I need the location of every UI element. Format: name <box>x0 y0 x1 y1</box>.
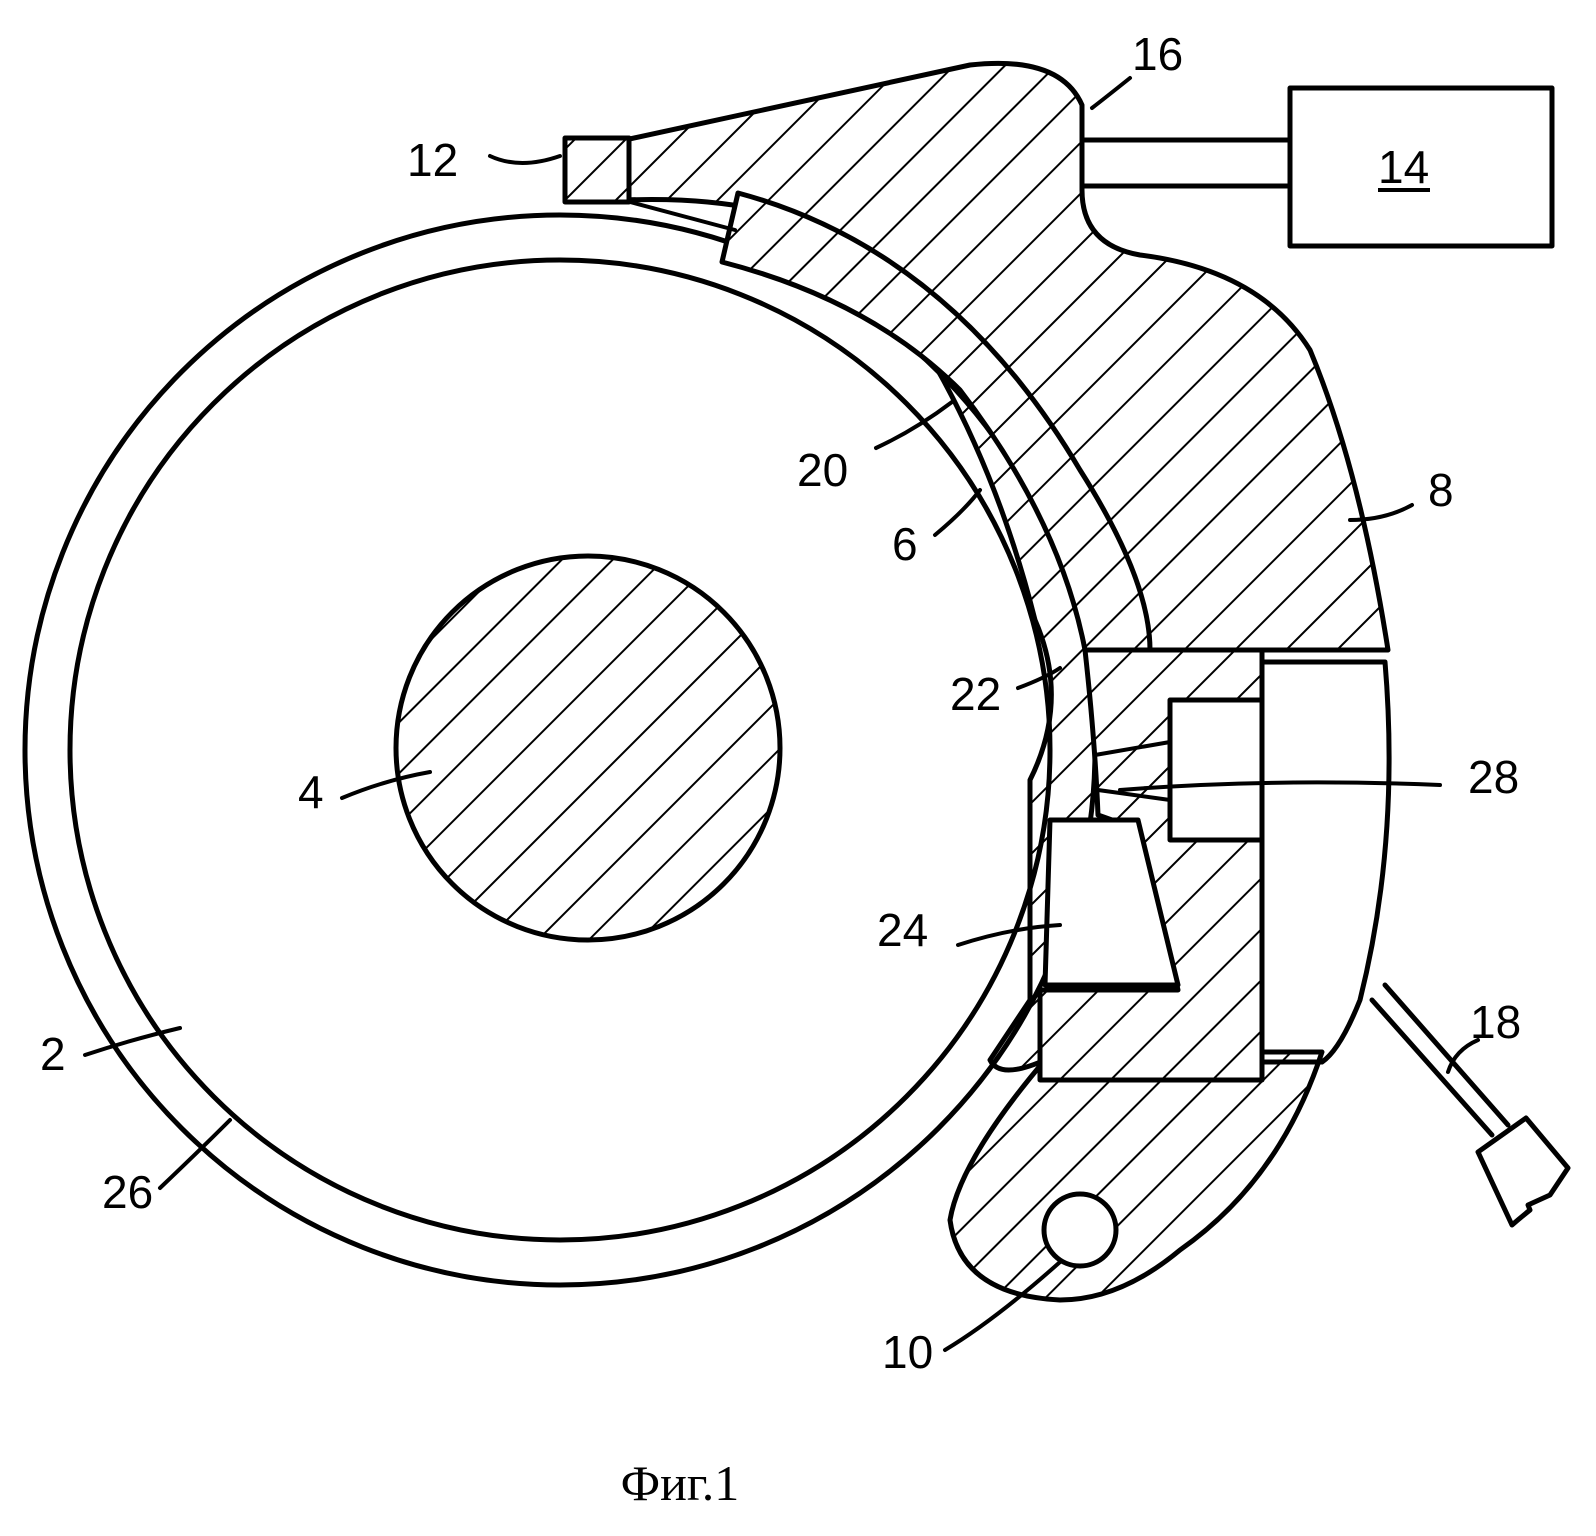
label-4: 4 <box>298 766 324 818</box>
leader-12 <box>490 156 560 163</box>
leader-26 <box>160 1120 230 1188</box>
label-12: 12 <box>407 134 458 186</box>
label-26: 26 <box>102 1166 153 1218</box>
leader-16 <box>1092 78 1130 108</box>
label-22: 22 <box>950 668 1001 720</box>
clamp <box>565 138 629 202</box>
label-10: 10 <box>882 1326 933 1378</box>
label-14: 14 <box>1378 141 1429 193</box>
leader-6 <box>935 490 980 535</box>
right-chamber <box>1262 662 1389 1062</box>
figure-caption: Фиг.1 <box>621 1455 740 1511</box>
piston-cavity <box>1170 700 1262 840</box>
shaft <box>396 556 780 940</box>
label-24: 24 <box>877 904 928 956</box>
label-6: 6 <box>892 518 918 570</box>
label-16: 16 <box>1132 28 1183 80</box>
label-18: 18 <box>1470 996 1521 1048</box>
pivot-pin <box>1044 1194 1116 1266</box>
label-28: 28 <box>1468 751 1519 803</box>
label-20: 20 <box>797 444 848 496</box>
label-8: 8 <box>1428 464 1454 516</box>
label-2: 2 <box>40 1028 66 1080</box>
